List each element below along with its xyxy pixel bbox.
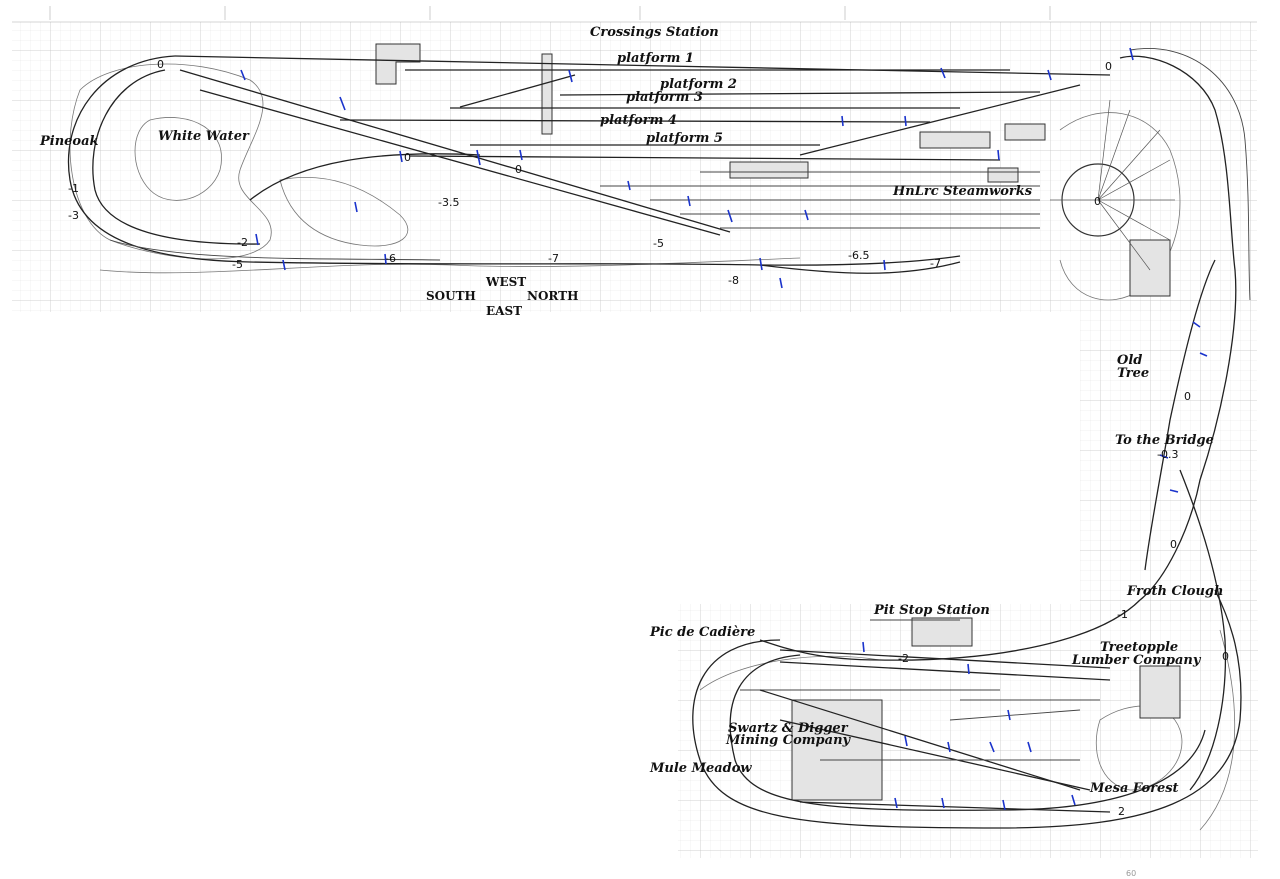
shed-small-2 [987, 167, 1019, 183]
elevation-marker: 0 [1094, 195, 1101, 208]
elevation-marker: -1 [1117, 608, 1128, 621]
label-froth-clough: Froth Clough [1126, 584, 1223, 599]
elevation-marker: -1 [68, 182, 79, 195]
steamworks-shed [729, 161, 809, 179]
elevation-marker: -3.5 [438, 196, 459, 209]
footbridge [541, 53, 553, 135]
label-mule-meadow: Mule Meadow [649, 761, 752, 776]
elevation-marker: 0 [515, 163, 522, 176]
elevation-marker: 0 [1222, 650, 1229, 663]
elevation-marker: -7 [930, 257, 941, 270]
compass: WEST SOUTH NORTH EAST [426, 275, 578, 318]
elevation-marker: -5 [232, 258, 243, 271]
elevation-marker: 0 [1170, 538, 1177, 551]
elevation-marker: -2 [237, 236, 248, 249]
structures [375, 43, 1181, 801]
label-crossings-station: Crossings Station [590, 25, 719, 40]
compass-north: NORTH [527, 289, 578, 303]
elevation-marker: 0 [1105, 60, 1112, 73]
label-white-water: White Water [158, 129, 250, 144]
elevation-marker: -7 [548, 252, 559, 265]
compass-east: EAST [486, 304, 522, 318]
label-to-the-bridge: To the Bridge [1115, 433, 1214, 448]
turntable [1050, 99, 1175, 271]
label-pit-stop-station: Pit Stop Station [873, 603, 990, 618]
elevation-marker: 0 [1184, 390, 1191, 403]
lumber-mill [1139, 665, 1181, 719]
elevation-marker: 0 [157, 58, 164, 71]
label-swartz-line2: Mining Company [725, 733, 852, 748]
pit-stop-building [911, 617, 973, 647]
label-mesa-forest: Mesa Forest [1089, 781, 1179, 796]
label-pic-de-cadiere: Pic de Cadière [649, 625, 755, 640]
label-pineoak: Pineoak [39, 134, 99, 149]
elevation-marker: 0 [404, 151, 411, 164]
track-lines [67, 48, 1251, 829]
label-platform-3: platform 3 [626, 90, 703, 105]
label-old-tree-line2: Tree [1117, 366, 1149, 381]
station-building [375, 43, 421, 85]
ruler: 60 [12, 6, 1257, 878]
compass-south: SOUTH [426, 289, 476, 303]
elevation-marker: -0.3 [1157, 448, 1178, 461]
grid-right [1080, 22, 1257, 622]
label-swartz-line1: Swartz & Digger [728, 721, 849, 736]
label-platform-5: platform 5 [646, 131, 723, 146]
ruler-label-60: 60 [1126, 869, 1136, 878]
label-old-tree-line1: Old [1117, 353, 1142, 368]
elevation-marker: -6.5 [848, 249, 869, 262]
block-markers [240, 47, 1208, 811]
turntable-spokes [1050, 99, 1175, 271]
label-treetopple-line2: Lumber Company [1071, 653, 1202, 668]
shed-small [1004, 123, 1046, 141]
terrain-contours [69, 63, 1236, 831]
elevation-marker: -6 [385, 252, 396, 265]
place-labels: Crossings Station platform 1 platform 2 … [39, 25, 1223, 796]
label-treetopple-line1: Treetopple [1100, 640, 1178, 655]
compass-west: WEST [485, 275, 526, 289]
graph-paper [12, 22, 1258, 858]
elevation-labels: 0 0 0 0 -1 -3 -3.5 -2 -5 -6 -7 -5 -6.5 -… [68, 58, 1229, 818]
steamworks-building [919, 131, 991, 149]
label-steamworks: HnLrc Steamworks [892, 184, 1033, 199]
label-platform-1: platform 1 [617, 51, 694, 66]
mine-building [791, 699, 883, 801]
elevation-marker: -8 [728, 274, 739, 287]
elevation-marker: 2 [1118, 805, 1125, 818]
label-platform-4: platform 4 [600, 113, 677, 128]
elevation-marker: -3 [68, 209, 79, 222]
turntable-shed [1129, 239, 1171, 297]
elevation-marker: -5 [653, 237, 664, 250]
elevation-marker: -2 [898, 652, 909, 665]
label-platform-2: platform 2 [660, 77, 737, 92]
